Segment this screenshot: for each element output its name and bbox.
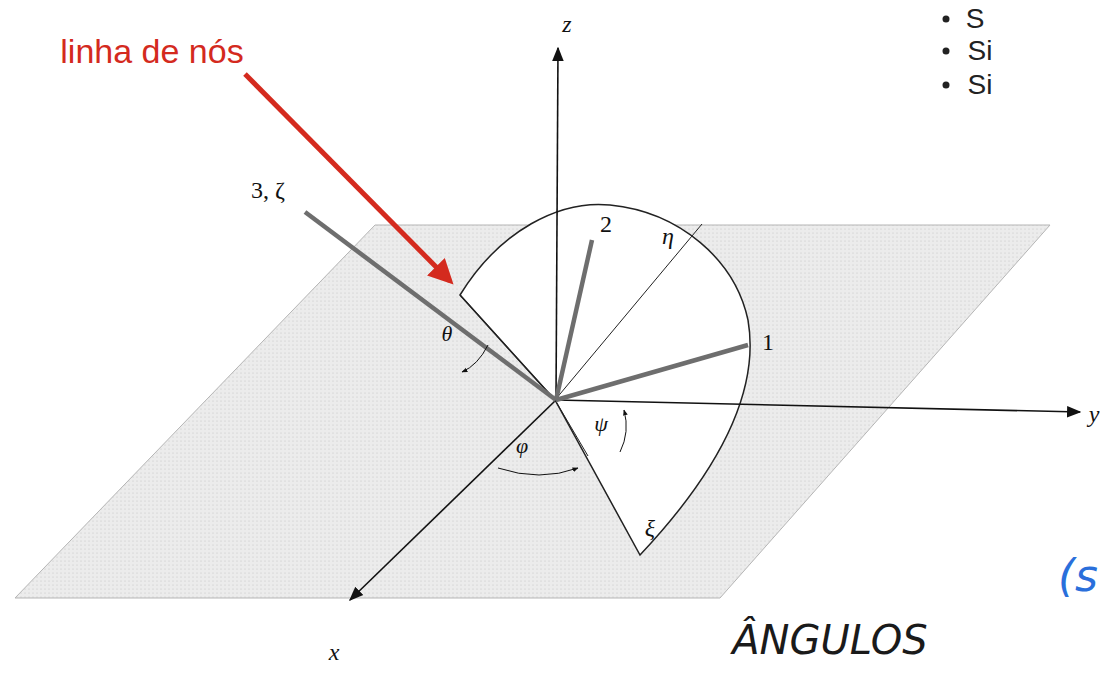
leader-arrow [245,74,450,281]
bullet [943,16,950,23]
bullet-text: S [966,4,985,35]
handwritten-note: ÂNGULOS [732,618,928,662]
axis-label: 3, ζ [251,177,285,203]
angle-label: ψ [594,412,608,436]
axis-label: η [662,223,674,249]
psi-arc [620,410,626,452]
bullet-text: Si [968,70,993,101]
handwritten-note: (s [1058,552,1098,600]
axis-label: z [562,11,571,37]
bullet [943,82,950,89]
z-axis [556,48,558,400]
xi-ray [555,400,588,456]
angle-label: φ [516,434,528,458]
axis-label: ξ [645,515,655,541]
axis-label: 2 [600,211,612,237]
phi-arc [498,468,578,475]
inclined-half-disk [460,204,750,555]
x-axis [350,400,556,600]
theta-arc [462,345,488,372]
eta-axis [555,224,702,400]
axis-label: 1 [762,329,774,355]
axis-label: y [1089,401,1100,427]
body-axis-1 [556,345,748,400]
body-axis-3 [305,212,556,400]
line-of-nodes [460,295,555,400]
body-axis-2 [556,240,592,400]
angle-label: θ [442,322,453,346]
bullet-text: Si [968,36,993,67]
axis-label: x [329,639,340,665]
y-axis [556,400,1080,412]
annotation-label: linha de nós [60,33,243,70]
bullet [943,48,950,55]
